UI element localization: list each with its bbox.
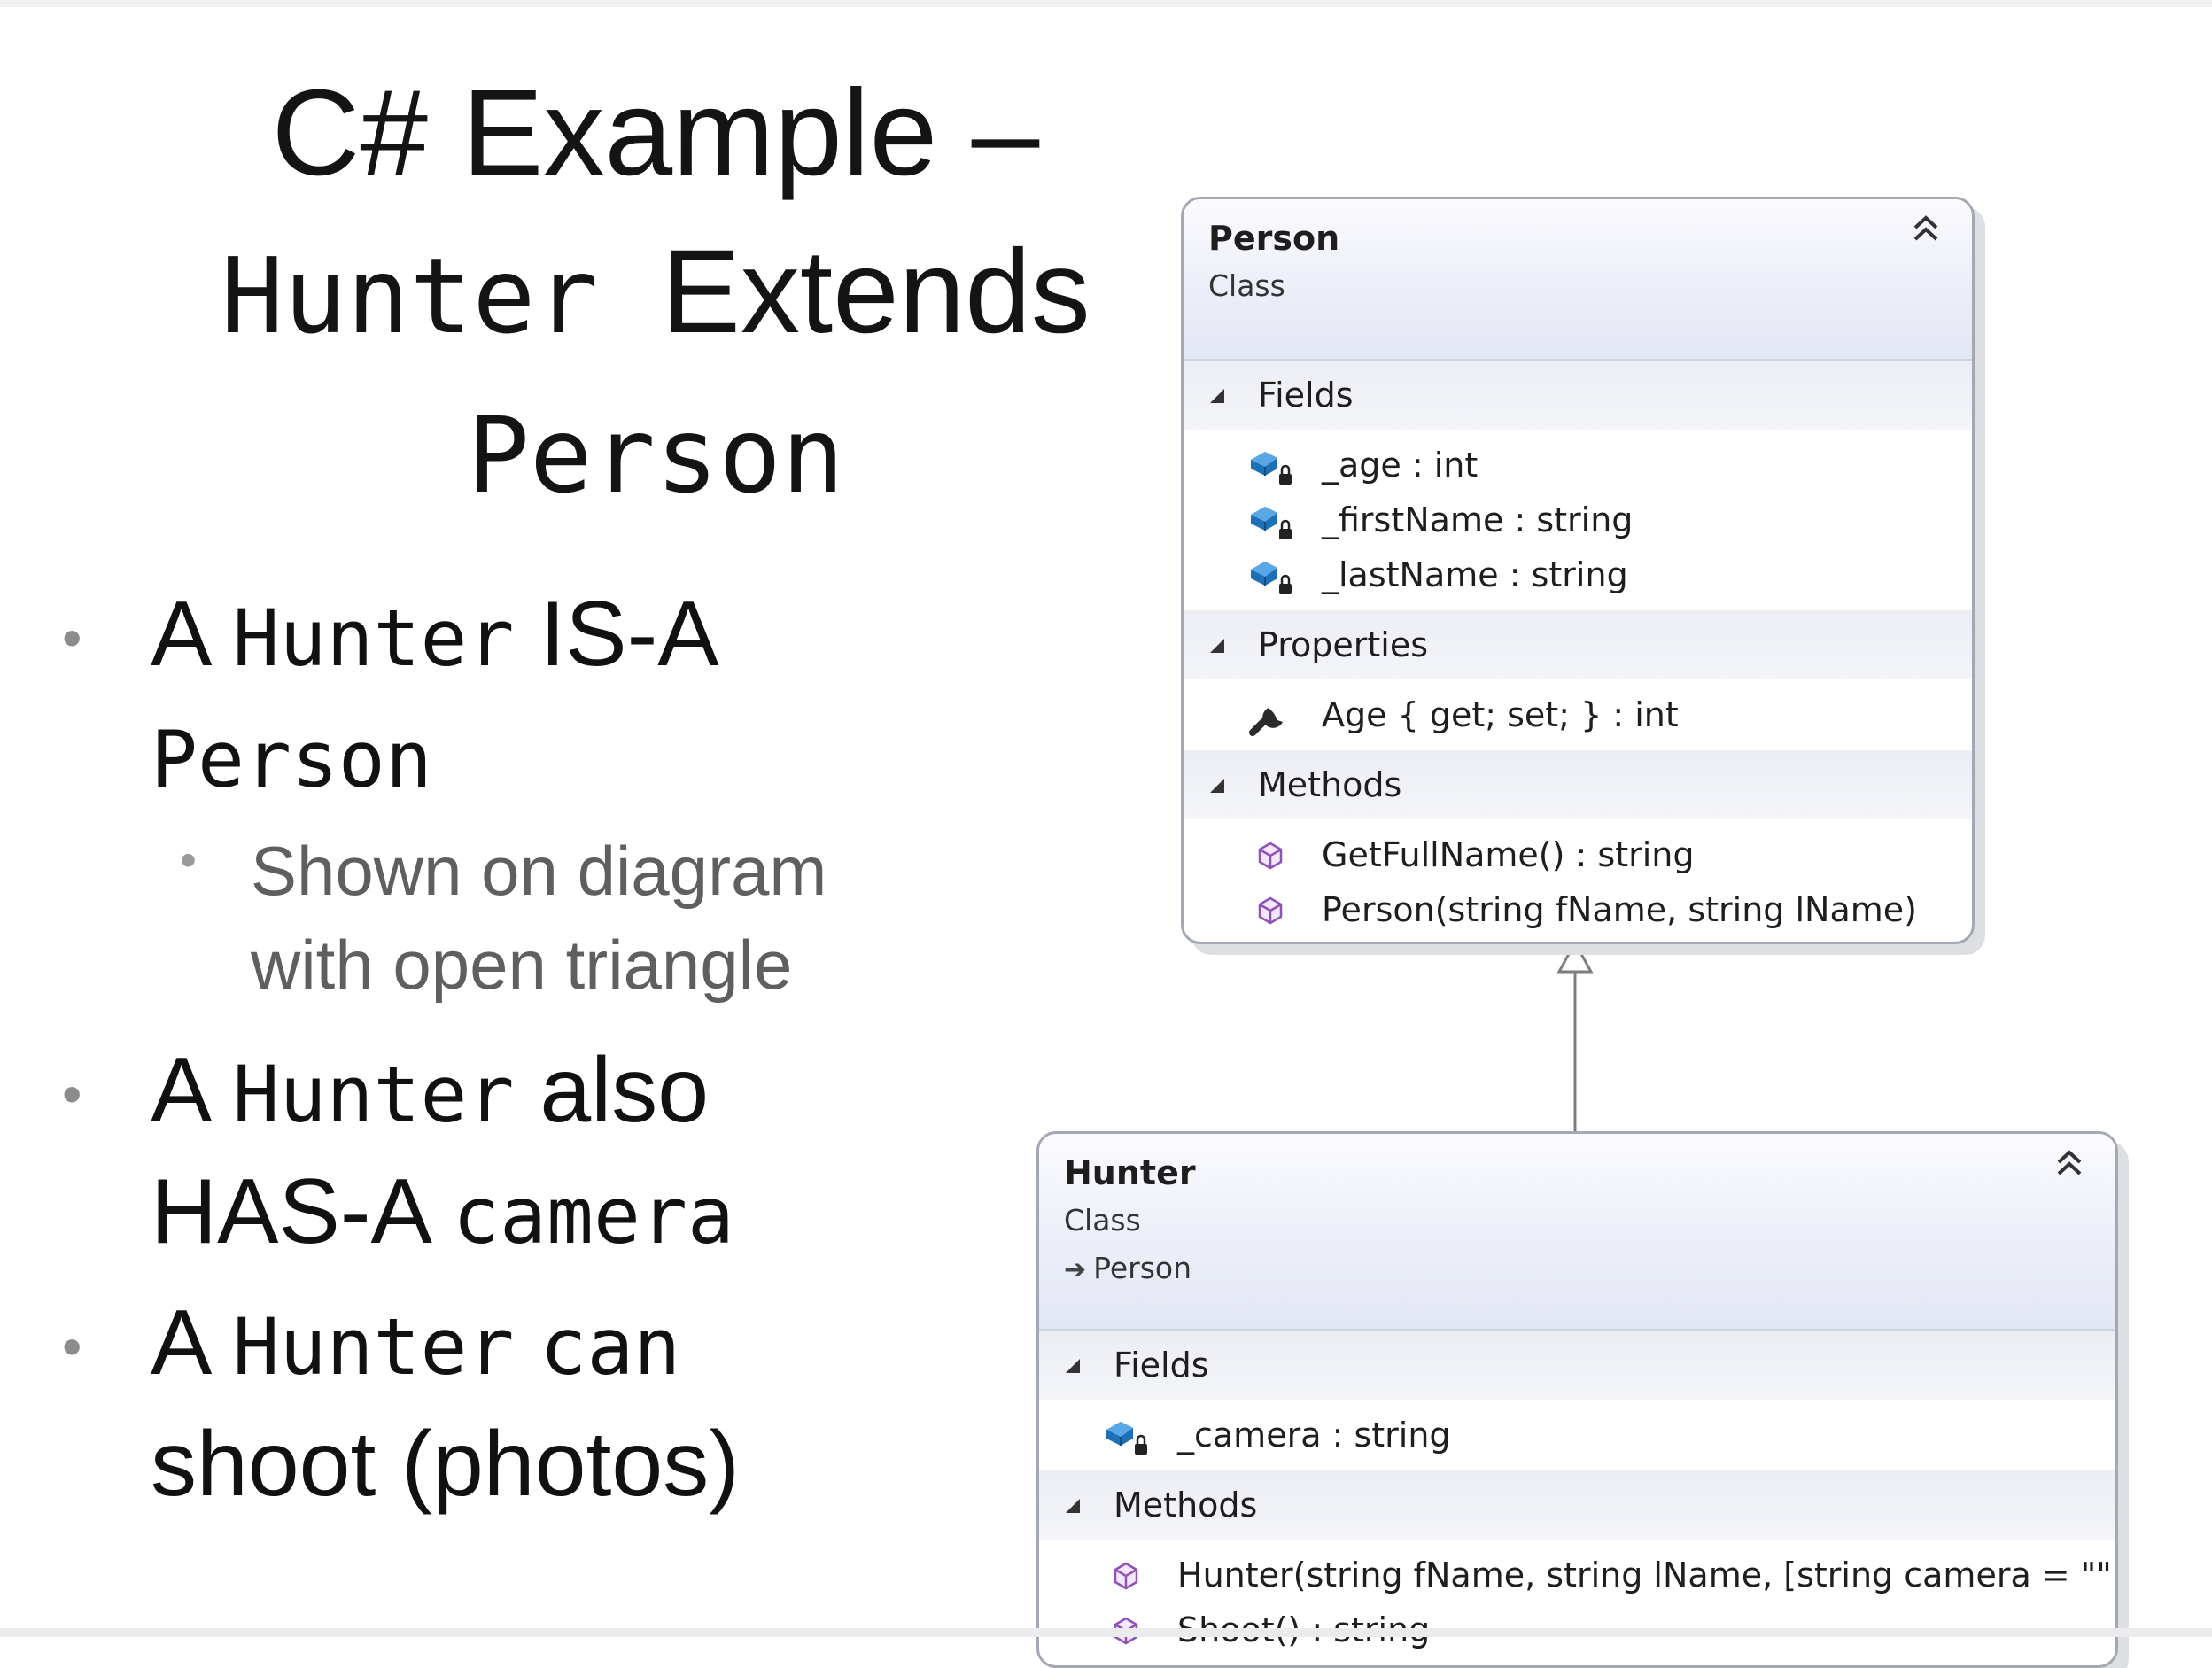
method-cube-icon [1258, 896, 1283, 925]
expand-triangle-icon[interactable] [1064, 1497, 1082, 1515]
person-class-box[interactable]: Person Class Fields _age : int _firstNam… [1181, 197, 1975, 944]
section-label: Fields [1258, 376, 1354, 415]
bullet-can-shoot: • A Hunter can shoot (photos) [62, 1284, 948, 1523]
sub-bullet-line-2: with open triangle [251, 926, 793, 1004]
bullet-text: A Hunter can shoot (photos) [151, 1284, 948, 1523]
bullet-word: A [151, 1292, 207, 1394]
member-text: _camera : string [1177, 1416, 1451, 1455]
sub-bullet-dot: • [180, 834, 197, 887]
slide-top-edge [0, 0, 2212, 7]
member-row[interactable]: _firstName : string [1184, 493, 1972, 548]
section-methods[interactable]: Methods [1039, 1470, 2115, 1540]
sub-bullet-diagram-note: • Shown on diagram with open triangle [180, 824, 1048, 1012]
expand-triangle-icon[interactable] [1208, 387, 1226, 405]
bullet-dot: • [62, 606, 82, 670]
member-row[interactable]: _lastName : string [1184, 548, 1972, 603]
collapse-chevron-icon[interactable] [1906, 210, 1945, 249]
bullet-word: A [151, 583, 207, 686]
bullet-code-word: Hunter [232, 1301, 515, 1393]
bullet-word: also [539, 1039, 710, 1142]
section-label: Properties [1258, 625, 1429, 664]
private-field-icon [1251, 562, 1292, 594]
bullet-code-word: Hunter [232, 593, 515, 684]
slide-bottom-edge [0, 1628, 2212, 1637]
private-field-icon [1106, 1422, 1147, 1455]
title-line-3: Person [466, 394, 845, 516]
slide-title: C# Example – Hunter Extends Person [133, 53, 1178, 535]
section-label: Methods [1258, 765, 1402, 804]
bullet-code-word: Person [151, 714, 432, 805]
title-line-2-a: Hunter [221, 235, 662, 357]
section-label: Methods [1114, 1486, 1258, 1524]
bullet-word: A [151, 1039, 207, 1142]
member-text: _age : int [1322, 446, 1479, 485]
bullet-code-word: camera [453, 1170, 734, 1261]
bullet-word: IS-A [539, 583, 719, 686]
class-header: Hunter Class ➔Person [1039, 1134, 2115, 1331]
hunter-class-box[interactable]: Hunter Class ➔Person Fields _camera : st… [1036, 1131, 2118, 1668]
member-row[interactable]: Person(string fName, string lName) [1184, 883, 1972, 938]
bullet-is-a: • A Hunter IS-A Person [62, 576, 948, 818]
bullet-code-word: can [539, 1301, 681, 1393]
bullet-dot: • [62, 1315, 82, 1378]
title-line-1: C# Example – [271, 65, 1040, 201]
class-kind: Class [1064, 1203, 1141, 1237]
member-row[interactable]: Age { get; set; } : int [1184, 688, 1972, 743]
class-header: Person Class [1184, 199, 1972, 361]
private-field-icon [1251, 507, 1292, 539]
section-properties[interactable]: Properties [1184, 610, 1972, 679]
member-text: Person(string fName, string lName) [1322, 890, 1917, 929]
section-label: Fields [1114, 1346, 1209, 1385]
member-row[interactable]: _age : int [1184, 438, 1972, 493]
member-row[interactable]: Hunter(string fName, string lName, [stri… [1039, 1548, 2115, 1603]
bullet-dot: • [62, 1062, 82, 1126]
expand-triangle-icon[interactable] [1208, 777, 1226, 795]
sub-bullet-line-1: Shown on diagram [251, 832, 827, 910]
inheritance-open-triangle [1556, 939, 1594, 974]
private-field-icon [1251, 452, 1292, 485]
inherits-arrow-icon: ➔ [1064, 1254, 1087, 1285]
member-row[interactable]: GetFullName() : string [1184, 828, 1972, 883]
class-name: Person [1208, 219, 1340, 258]
base-class-name: Person [1093, 1251, 1192, 1285]
bullet-code-word: Hunter [232, 1049, 515, 1140]
member-text: _lastName : string [1322, 555, 1628, 594]
member-row[interactable]: _camera : string [1039, 1408, 2115, 1463]
section-fields[interactable]: Fields [1039, 1331, 2115, 1400]
bullet-text: A Hunter also HAS-A camera [151, 1032, 948, 1275]
member-text: Age { get; set; } : int [1322, 695, 1679, 734]
bullet-word: shoot (photos) [151, 1413, 740, 1516]
base-class-reference: ➔Person [1064, 1249, 1191, 1290]
title-line-2-b: Extends [661, 226, 1090, 358]
collapse-chevron-icon[interactable] [2050, 1144, 2089, 1183]
wrench-property-icon [1249, 707, 1284, 736]
member-text: Hunter(string fName, string lName, [stri… [1177, 1556, 2118, 1594]
member-text: GetFullName() : string [1322, 835, 1695, 874]
bullet-text: A Hunter IS-A Person [151, 576, 948, 818]
title-line-2: Hunter Extends [133, 213, 1178, 376]
method-cube-icon [1258, 842, 1283, 870]
method-cube-icon [1114, 1562, 1138, 1590]
section-fields[interactable]: Fields [1184, 361, 1972, 430]
section-methods[interactable]: Methods [1184, 750, 1972, 819]
class-kind: Class [1208, 268, 1285, 303]
bullet-word: HAS-A [151, 1160, 428, 1263]
bullet-has-a: • A Hunter also HAS-A camera [62, 1032, 948, 1275]
class-name: Hunter [1064, 1153, 1196, 1192]
member-text: _firstName : string [1322, 500, 1634, 539]
expand-triangle-icon[interactable] [1208, 637, 1226, 655]
expand-triangle-icon[interactable] [1064, 1357, 1082, 1375]
